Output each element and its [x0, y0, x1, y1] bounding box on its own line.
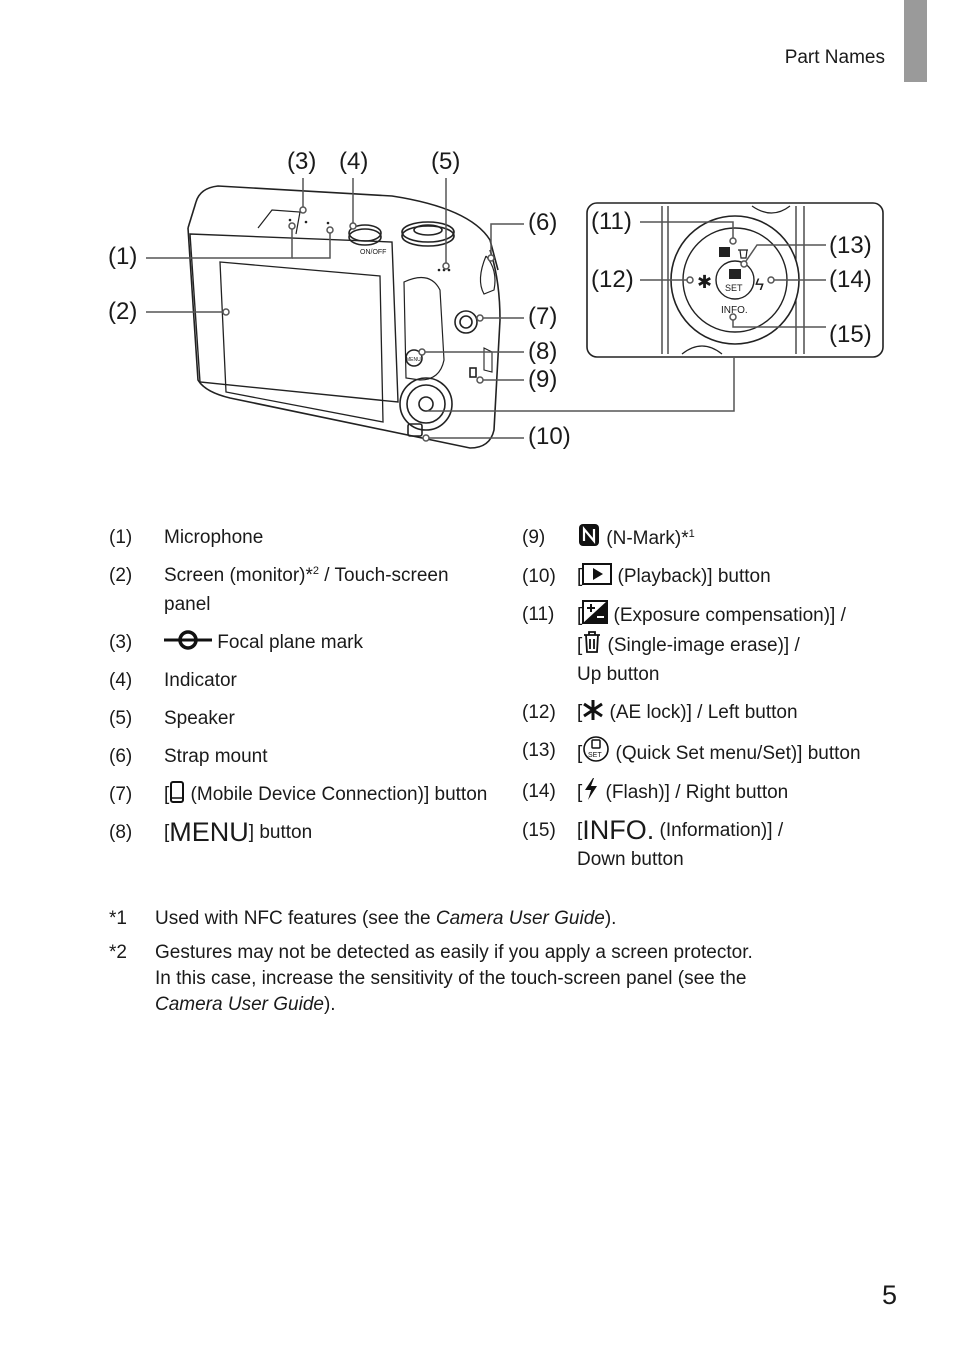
callout-1: (1) [108, 243, 137, 270]
list-item: (7) [ (Mobile Device Connection)] button [109, 780, 489, 809]
section-tab-marker [904, 0, 927, 82]
camera-speaker-dots [288, 218, 451, 272]
list-item: (15) [INFO. (Information)] /Down button [522, 815, 784, 871]
callout-8: (8) [528, 338, 557, 365]
callout-dots [222, 206, 775, 442]
callout-15: (15) [829, 321, 872, 348]
list-item: (1) Microphone [109, 527, 264, 548]
list-item: (12) [ (AE lock)] / Left button [522, 698, 902, 727]
list-item: (13) [SET (Quick Set menu/Set)] button [522, 736, 902, 768]
footnotes: *1 Used with NFC features (see the Camer… [109, 906, 849, 1026]
mobile-device-icon [170, 781, 185, 803]
svg-text:✱: ✱ [697, 272, 712, 292]
list-item: (3) Focal plane mark [109, 628, 489, 657]
list-item: (4) Indicator [109, 670, 237, 691]
camera-body [187, 185, 501, 449]
callout-12: (12) [591, 266, 634, 293]
list-item: (11) [ (Exposure compensation)] / [ (Sin… [522, 600, 902, 689]
exposure-compensation-icon [582, 600, 609, 624]
list-item: (8) [MENU] button [109, 817, 313, 847]
page-number: 5 [882, 1280, 898, 1310]
callout-6: (6) [528, 209, 557, 236]
svg-text:ϟ: ϟ [755, 275, 764, 294]
menu-button-label: MENU [406, 357, 421, 363]
callout-5: (5) [431, 148, 460, 175]
callout-10: (10) [528, 423, 571, 450]
info-button-icon: INFO. [582, 815, 655, 845]
power-label: ON/OFF [360, 249, 386, 256]
list-item: (6) Strap mount [109, 746, 268, 767]
list-item: (9) (N-Mark)*1 [522, 523, 902, 553]
callout-14: (14) [829, 266, 872, 293]
playback-icon [582, 563, 613, 585]
footnote: *2 Gestures may not be detected as easil… [109, 942, 753, 1015]
set-label: SET [725, 283, 743, 293]
flash-icon [585, 778, 598, 800]
list-item: (14) [ (Flash)] / Right button [522, 777, 902, 807]
list-item: (2) Screen (monitor)*2 / Touch-screen pa… [109, 565, 449, 615]
trash-icon [584, 631, 601, 653]
list-item: (5) Speaker [109, 708, 235, 729]
callout-3: (3) [287, 148, 316, 175]
svg-text:SET: SET [588, 752, 602, 759]
control-wheel-inset: SET INFO. ✱ ϟ [586, 202, 884, 358]
callout-leader-lines [146, 178, 826, 439]
menu-button-icon: MENU [169, 817, 249, 847]
parts-list-left: (1) Microphone (2) Screen (monitor)*2 / … [109, 523, 489, 856]
n-mark-icon [579, 524, 599, 546]
callout-11: (11) [591, 208, 632, 235]
callout-2: (2) [108, 298, 137, 325]
callout-9: (9) [528, 366, 557, 393]
callout-7: (7) [528, 303, 557, 330]
info-label: INFO. [721, 305, 748, 316]
callout-13: (13) [829, 232, 872, 259]
quick-set-icon: SET [583, 736, 610, 762]
page-header-title: Part Names [784, 47, 885, 68]
ae-lock-icon [583, 700, 604, 720]
camera-rear-diagram: ON/OFF MENU SET INFO. ✱ ϟ [108, 148, 884, 450]
footnote: *1 Used with NFC features (see the Camer… [109, 908, 617, 929]
parts-list-right: (9) (N-Mark)*1 (10) [ (Playback)] button… [522, 523, 902, 883]
callout-4: (4) [339, 148, 368, 175]
list-item: (10) [ (Playback)] button [522, 562, 902, 591]
focal-plane-mark-icon [164, 630, 212, 650]
